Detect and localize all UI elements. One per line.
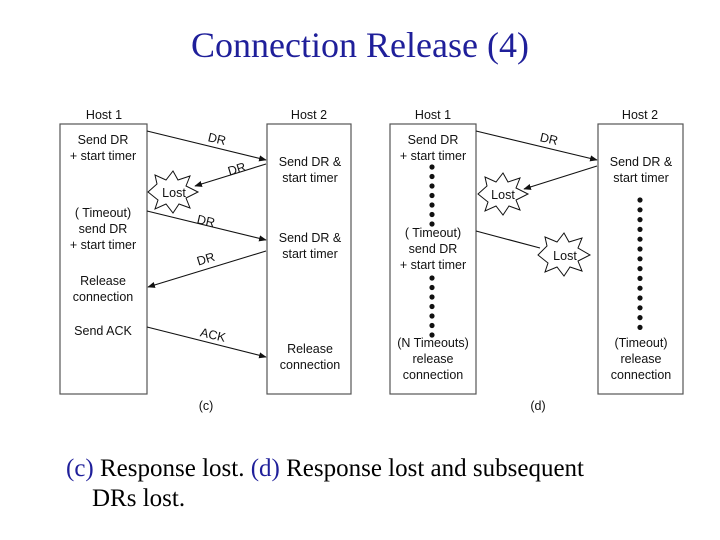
lost-label: Lost bbox=[553, 249, 577, 263]
panel-c-dr-arrow bbox=[194, 163, 267, 187]
caption-d-text-continued: DRs lost. bbox=[92, 485, 186, 512]
panel-c-message-label: ACK bbox=[199, 325, 228, 345]
panel-d-h2-event: (Timeout) bbox=[614, 336, 667, 350]
panel-c-h1-event: send DR bbox=[79, 222, 128, 236]
waiting-dot bbox=[637, 285, 643, 291]
lost-label: Lost bbox=[162, 186, 186, 200]
panel-c-message-label: DR bbox=[207, 130, 228, 148]
waiting-dot bbox=[637, 207, 643, 213]
panel-d-h2-waiting-dots bbox=[637, 197, 643, 330]
waiting-dot bbox=[637, 226, 643, 232]
waiting-dot bbox=[429, 275, 435, 281]
panel-c-host1-timeline bbox=[59, 123, 148, 395]
panel-c-message-label: DR bbox=[196, 212, 217, 230]
waiting-dot bbox=[429, 192, 435, 199]
waiting-dot bbox=[429, 294, 435, 300]
waiting-dot bbox=[429, 221, 435, 227]
panel-d-host1-label: Host 1 bbox=[415, 108, 451, 122]
panel-d-h2-event: release bbox=[621, 352, 662, 366]
waiting-dot bbox=[637, 324, 643, 330]
waiting-dot bbox=[429, 202, 435, 208]
slide-title: Connection Release (4) bbox=[191, 25, 529, 65]
waiting-dot bbox=[637, 305, 643, 311]
panel-d-h1-event: connection bbox=[403, 368, 464, 382]
panel-c-h1-event: + start timer bbox=[70, 238, 136, 252]
panel-d-h1-event: ( Timeout) bbox=[405, 226, 461, 240]
panel-c-h1-event: + start timer bbox=[70, 149, 136, 163]
waiting-dot bbox=[637, 236, 643, 242]
panel-c-h1-event: Send DR bbox=[78, 133, 129, 147]
panel-c-h2-event: connection bbox=[280, 358, 341, 372]
panel-d-message-label: DR bbox=[539, 130, 560, 148]
waiting-dot bbox=[429, 322, 435, 329]
waiting-dot bbox=[637, 295, 643, 301]
waiting-dot bbox=[637, 256, 643, 262]
panel-d-h1-event: release bbox=[413, 352, 454, 366]
waiting-dot bbox=[637, 246, 643, 252]
panel-c-h2-event: start timer bbox=[282, 247, 338, 261]
panel-d-h1-event: (N Timeouts) bbox=[397, 336, 469, 350]
panel-c-dr-arrow bbox=[147, 250, 267, 288]
panel-d-h1-event: send DR bbox=[409, 242, 458, 256]
panel-c-ack-arrow bbox=[146, 326, 267, 359]
panel-c-h2-event: start timer bbox=[282, 171, 338, 185]
waiting-dot bbox=[429, 284, 435, 291]
panel-d-lost-burst: Lost bbox=[477, 172, 530, 216]
waiting-dot bbox=[637, 315, 643, 321]
panel-c-message-label: DR bbox=[195, 250, 216, 269]
waiting-dot bbox=[429, 303, 435, 310]
panel-d-host2-label: Host 2 bbox=[622, 108, 658, 122]
panel-c-h2-event: Send DR & bbox=[279, 155, 342, 169]
figure-caption: (c) Response lost. (d) Response lost and… bbox=[66, 454, 686, 514]
waiting-dot bbox=[429, 164, 435, 170]
panel-c-label: (c) bbox=[199, 399, 214, 413]
panel-d-dr-arrow bbox=[523, 165, 598, 190]
panel-c-host2-timeline bbox=[266, 123, 352, 395]
panel-c-h1-event: connection bbox=[73, 290, 134, 304]
waiting-dot bbox=[429, 332, 435, 338]
caption-c-marker: (c) bbox=[66, 455, 94, 482]
panel-c-dr-arrow bbox=[146, 210, 267, 242]
panel-c-dr-arrow bbox=[146, 130, 267, 162]
panel-d-h1-event: Send DR bbox=[408, 133, 459, 147]
panel-c: Host 1 Host 2 Send DR + start timer ( Ti… bbox=[59, 108, 352, 413]
panel-d-dr-arrow bbox=[475, 230, 541, 249]
waiting-dot bbox=[637, 275, 643, 281]
panel-d-h2-event: connection bbox=[611, 368, 672, 382]
panel-c-message-label: DR bbox=[226, 160, 247, 179]
caption-d-text: Response lost and subsequent bbox=[286, 455, 584, 482]
waiting-dot bbox=[429, 313, 435, 319]
caption-d-marker: (d) bbox=[250, 455, 280, 482]
panel-c-host2-label: Host 2 bbox=[291, 108, 327, 122]
panel-d-h1-waiting-dots bbox=[429, 164, 435, 227]
panel-d-h2-event: Send DR & bbox=[610, 155, 673, 169]
panel-d-dr-arrow bbox=[475, 130, 598, 162]
panel-c-h1-event: ( Timeout) bbox=[75, 206, 131, 220]
waiting-dot bbox=[637, 197, 643, 203]
panel-d-h1-event: + start timer bbox=[400, 149, 466, 163]
waiting-dot bbox=[429, 211, 435, 218]
lost-label: Lost bbox=[491, 188, 515, 202]
panel-c-h1-event: Send ACK bbox=[74, 324, 132, 338]
waiting-dot bbox=[637, 266, 643, 272]
panel-c-lost-burst: Lost bbox=[147, 170, 200, 214]
caption-c-text: Response lost. bbox=[100, 455, 245, 482]
waiting-dot bbox=[637, 217, 643, 223]
panel-c-h1-event: Release bbox=[80, 274, 126, 288]
panel-d-h1-event: + start timer bbox=[400, 258, 466, 272]
panel-c-h2-event: Send DR & bbox=[279, 231, 342, 245]
panel-d-h1-waiting-dots bbox=[429, 275, 435, 338]
waiting-dot bbox=[429, 183, 435, 189]
panel-c-h2-event: Release bbox=[287, 342, 333, 356]
panel-d-h2-event: start timer bbox=[613, 171, 669, 185]
panel-d: Host 1 Host 2 Send DR + start timer ( Ti… bbox=[389, 108, 684, 413]
panel-d-lost-burst: Lost bbox=[537, 232, 592, 277]
panel-c-host1-label: Host 1 bbox=[86, 108, 122, 122]
panel-d-label: (d) bbox=[530, 399, 545, 413]
waiting-dot bbox=[429, 173, 435, 180]
